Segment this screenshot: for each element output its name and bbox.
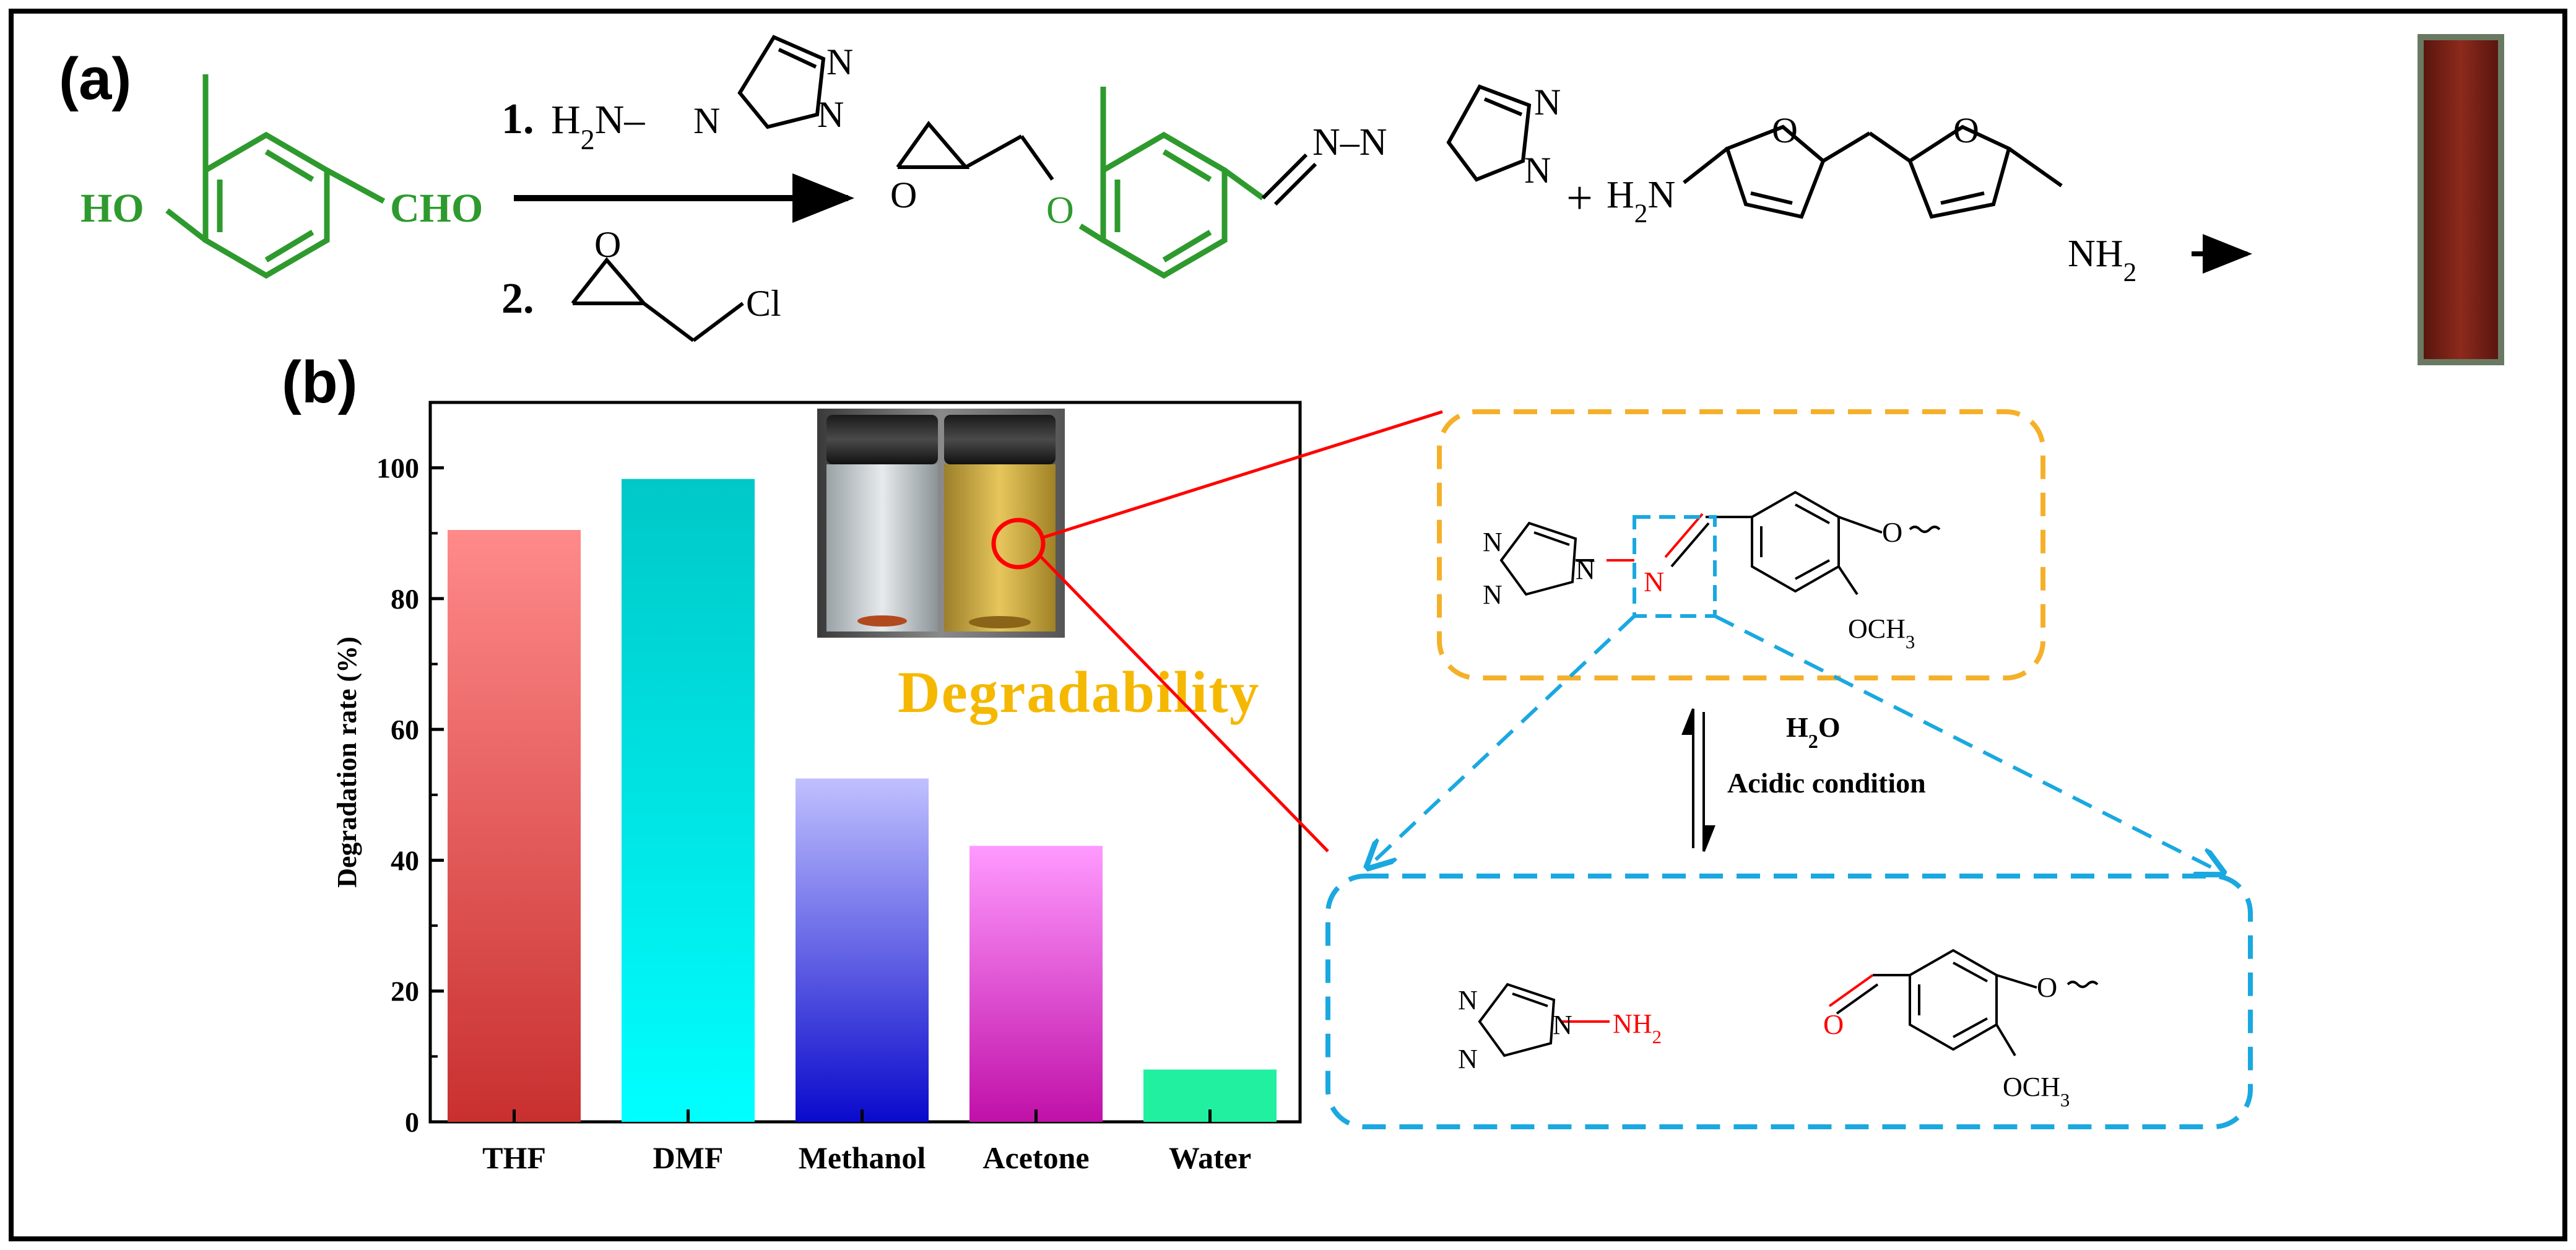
triazole-n1: N: [693, 100, 720, 141]
zoom-circle: [991, 518, 1046, 570]
x-tick-label: Water: [1169, 1140, 1251, 1175]
step1-number: 1.: [501, 95, 534, 143]
figure-frame: [9, 9, 2567, 1241]
glycidyl-ether: [896, 121, 1054, 181]
amine-product-label: NH2: [1613, 1009, 1662, 1048]
starting-material: [165, 74, 386, 279]
aryl-o-label: O: [1882, 516, 1902, 548]
blue-selection-box: [1633, 515, 1717, 618]
triazole-n3: N: [817, 94, 844, 135]
epichlorohydrin: [571, 257, 744, 342]
monomer-triazole: [1446, 84, 1532, 182]
equilibrium-arrows: [1681, 708, 1715, 852]
aldehyde-aryl-o: O: [2037, 971, 2057, 1003]
furan-o-1: O: [1772, 110, 1798, 150]
mech-triazole-n2: N: [1483, 579, 1503, 610]
y-axis-label: Degradation rate (%): [332, 636, 362, 888]
amine-triazole-n3: N: [1553, 1010, 1572, 1040]
chlorine-label: Cl: [746, 283, 781, 324]
imine-nn: N–N: [1312, 121, 1387, 163]
step2-number: 2.: [501, 275, 534, 323]
diamine-right-nh2: NH2: [2068, 233, 2136, 287]
conditions-water: H2O: [1786, 711, 1841, 752]
bar-methanol: [796, 778, 929, 1122]
blue-arrow-left: [1368, 614, 1636, 867]
ether-o: O: [1046, 189, 1074, 232]
amine-product: [1478, 983, 1610, 1057]
mech-triazole-n3: N: [1576, 555, 1595, 585]
bar-acetone: [969, 846, 1103, 1122]
orange-dashed-box: [1437, 409, 2045, 680]
mech-triazole-n1: N: [1483, 527, 1503, 557]
x-tick-label: DMF: [653, 1140, 724, 1175]
y-tick-label: 60: [391, 714, 419, 745]
conditions-acidic: Acidic condition: [1727, 767, 1926, 799]
imine-bond: [1261, 153, 1317, 206]
blue-dashed-box: [1325, 874, 2253, 1129]
monomer-triazole-n2: N: [1524, 150, 1551, 191]
furan-o-2: O: [1953, 110, 1979, 150]
bar-dmf: [622, 479, 755, 1122]
x-tick-label: THF: [482, 1140, 546, 1175]
bar-thf: [448, 529, 581, 1122]
aminotriazole-amine: H2N–: [551, 97, 645, 155]
aldehyde-o-label: O: [1823, 1009, 1844, 1040]
monomer-ring: [1078, 87, 1265, 279]
aldehyde-product: [1828, 948, 2099, 1057]
epoxide-o: O: [890, 175, 917, 215]
y-tick-label: 20: [391, 976, 419, 1007]
x-tick-label: Methanol: [799, 1140, 926, 1175]
aldehyde-methoxy: OCH3: [2003, 1072, 2070, 1111]
methoxy-label: OCH3: [1848, 614, 1915, 653]
y-tick-label: 100: [376, 453, 419, 484]
aldehyde-label: CHO: [390, 186, 483, 231]
amine-triazole-n1: N: [1458, 985, 1478, 1015]
cured-product-sample: [2424, 40, 2498, 359]
imine-structure: [1499, 490, 1941, 596]
diamine-left-nh2: H2N: [1607, 174, 1675, 228]
epichlorohydrin-o: O: [594, 224, 621, 265]
hydroxyl-label: HO: [80, 186, 144, 231]
x-tick-label: Acetone: [982, 1140, 1089, 1175]
furan-diamine: [1683, 124, 2063, 219]
panel-label-a: (a): [59, 46, 131, 112]
plus-sign: +: [1566, 172, 1593, 224]
vials-photo: [817, 409, 1065, 638]
inset-label: Degradability: [898, 659, 1260, 725]
imine-n-label: N: [1644, 566, 1664, 597]
amine-triazole-n2: N: [1458, 1044, 1478, 1074]
zoom-line-upper: [1043, 410, 1443, 539]
y-tick-label: 0: [405, 1106, 419, 1138]
y-tick-label: 40: [391, 844, 419, 876]
zoom-line-lower: [1039, 555, 1329, 853]
triazole-n2: N: [826, 41, 853, 82]
monomer-triazole-n1: N: [1534, 82, 1561, 123]
panel-label-b: (b): [282, 349, 358, 415]
y-tick-label: 80: [391, 583, 419, 615]
blue-arrow-right: [1714, 614, 2223, 873]
aminotriazole-ring: [737, 35, 826, 129]
